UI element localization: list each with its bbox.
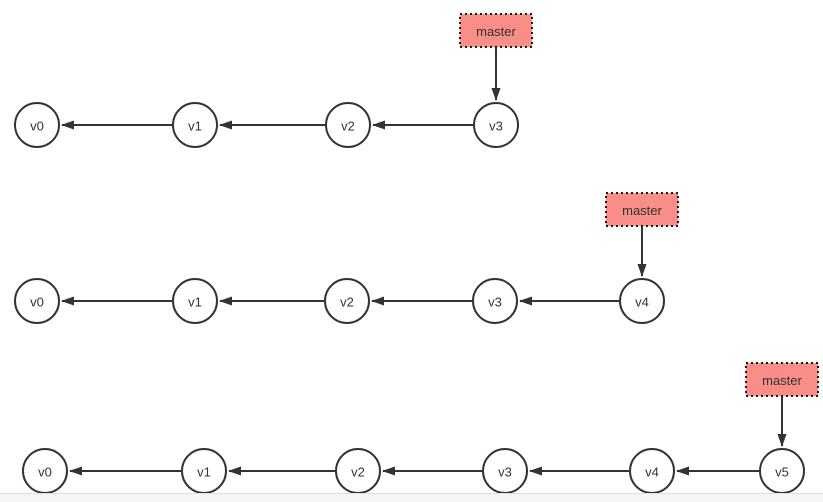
commit-node-v1[interactable]: [172, 102, 218, 148]
commit-node-label: v2: [340, 295, 354, 310]
window-bottom-scrollbar-track: [0, 493, 823, 502]
commit-node-label: v0: [30, 295, 44, 310]
master-branch-box[interactable]: [745, 362, 819, 397]
commit-node-label: v1: [188, 119, 202, 134]
commit-node-label: v4: [645, 465, 659, 480]
commit-chain-3: master v0 v1 v2 v3 v4 v5: [22, 362, 819, 494]
commit-node-v4[interactable]: [619, 278, 665, 324]
commit-node-v1[interactable]: [172, 278, 218, 324]
commit-node-label: v3: [498, 465, 512, 480]
commit-node-label: v1: [188, 295, 202, 310]
master-branch-box[interactable]: [459, 13, 533, 48]
commit-node-label: v2: [341, 119, 355, 134]
commit-node-label: v2: [351, 465, 365, 480]
master-branch-label: master: [762, 373, 802, 388]
commit-node-v3[interactable]: [472, 278, 518, 324]
commit-node-label: v0: [30, 119, 44, 134]
commit-node-label: v3: [488, 295, 502, 310]
commit-node-v2[interactable]: [325, 102, 371, 148]
commit-node-label: v4: [635, 295, 649, 310]
commit-node-label: v3: [489, 119, 503, 134]
commit-chain-2: master v0 v1 v2 v3 v4: [14, 192, 679, 324]
commit-graph-rows: master v0 v1 v2 v3 master v0 v1 v2 v3 v4 master v0 v1…: [14, 13, 819, 494]
commit-node-label: v0: [38, 465, 52, 480]
master-branch-label: master: [622, 203, 662, 218]
master-branch-label: master: [476, 24, 516, 39]
commit-node-v0[interactable]: [14, 102, 60, 148]
commit-node-v3[interactable]: [473, 102, 519, 148]
master-branch-box[interactable]: [605, 192, 679, 227]
commit-node-v2[interactable]: [324, 278, 370, 324]
commit-node-v0[interactable]: [14, 278, 60, 324]
commit-chain-1: master v0 v1 v2 v3: [14, 13, 533, 148]
commit-node-label: v1: [197, 465, 211, 480]
commit-node-label: v5: [775, 465, 789, 480]
